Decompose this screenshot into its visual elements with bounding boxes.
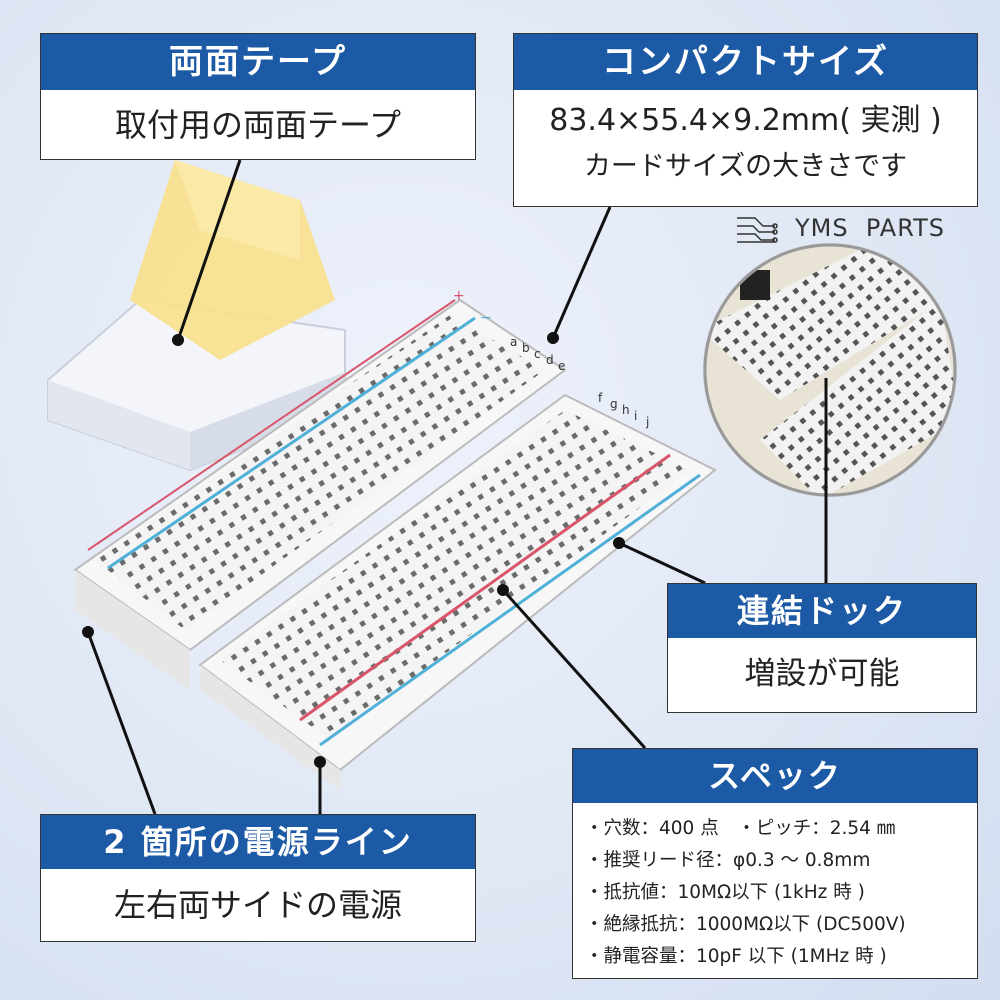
row-label-b: b bbox=[522, 341, 530, 355]
row-label-a: a bbox=[510, 335, 517, 349]
row-label-f: f bbox=[598, 391, 603, 405]
size-description: カードサイズの大きさです bbox=[583, 151, 908, 182]
row-label-e: e bbox=[558, 359, 565, 373]
spec-list: ・穴数：400 点 ・ピッチ：2.54 ㎜ ・推奨リード径：φ0.3 ～ 0.8… bbox=[573, 803, 977, 973]
callout-spec: スペック ・穴数：400 点 ・ピッチ：2.54 ㎜ ・推奨リード径：φ0.3 … bbox=[572, 748, 978, 979]
row-label-g: g bbox=[610, 397, 618, 411]
brand-name: YMS PARTS bbox=[795, 214, 946, 242]
callout-tape-text: 取付用の両面テープ bbox=[114, 106, 402, 144]
row-label-h: h bbox=[622, 403, 630, 417]
row-label-j: j bbox=[645, 415, 649, 429]
circuit-logo-icon bbox=[737, 217, 778, 243]
spec-line: ・絶縁抵抗：1000MΩ以下 (DC500V) bbox=[585, 914, 906, 935]
callout-dock-title: 連結ドック bbox=[668, 584, 976, 638]
callout-power-title: 2 箇所の電源ライン bbox=[41, 815, 475, 869]
callout-dock-text: 増設が可能 bbox=[744, 656, 900, 692]
callout-power: 2 箇所の電源ライン 左右両サイドの電源 bbox=[40, 814, 476, 942]
callout-size-body: 83.4×55.4×9.2mm( 実測 ) カードサイズの大きさです bbox=[514, 90, 977, 190]
magnified-inset bbox=[703, 243, 957, 497]
callout-spec-title: スペック bbox=[573, 749, 977, 803]
callout-power-text: 左右両サイドの電源 bbox=[113, 886, 402, 924]
plus-label: + bbox=[453, 288, 465, 304]
spec-line: ・静電容量：10pF 以下 (1MHz 時 ) bbox=[585, 946, 887, 967]
size-dimensions: 83.4×55.4×9.2mm( 実測 ) bbox=[549, 103, 942, 138]
spec-line: ・抵抗値：10MΩ以下 (1kHz 時 ) bbox=[585, 882, 865, 903]
breadboard-image bbox=[73, 298, 832, 790]
spec-line: ・推奨リード径：φ0.3 ～ 0.8mm bbox=[585, 850, 871, 871]
callout-size-title: コンパクトサイズ bbox=[514, 34, 977, 90]
callout-tape-title: 両面テープ bbox=[41, 34, 475, 90]
tape-image bbox=[47, 160, 346, 472]
leader-lines bbox=[86, 159, 828, 815]
spec-line: ・穴数：400 点 ・ピッチ：2.54 ㎜ bbox=[585, 818, 896, 839]
minus-label: − bbox=[480, 310, 492, 326]
row-label-i: i bbox=[634, 409, 637, 423]
callout-dock: 連結ドック 増設が可能 bbox=[667, 583, 977, 713]
callout-tape: 両面テープ 取付用の両面テープ bbox=[40, 33, 476, 160]
row-label-d: d bbox=[546, 353, 554, 367]
row-label-c: c bbox=[534, 347, 541, 361]
callout-size: コンパクトサイズ 83.4×55.4×9.2mm( 実測 ) カードサイズの大き… bbox=[513, 33, 978, 207]
